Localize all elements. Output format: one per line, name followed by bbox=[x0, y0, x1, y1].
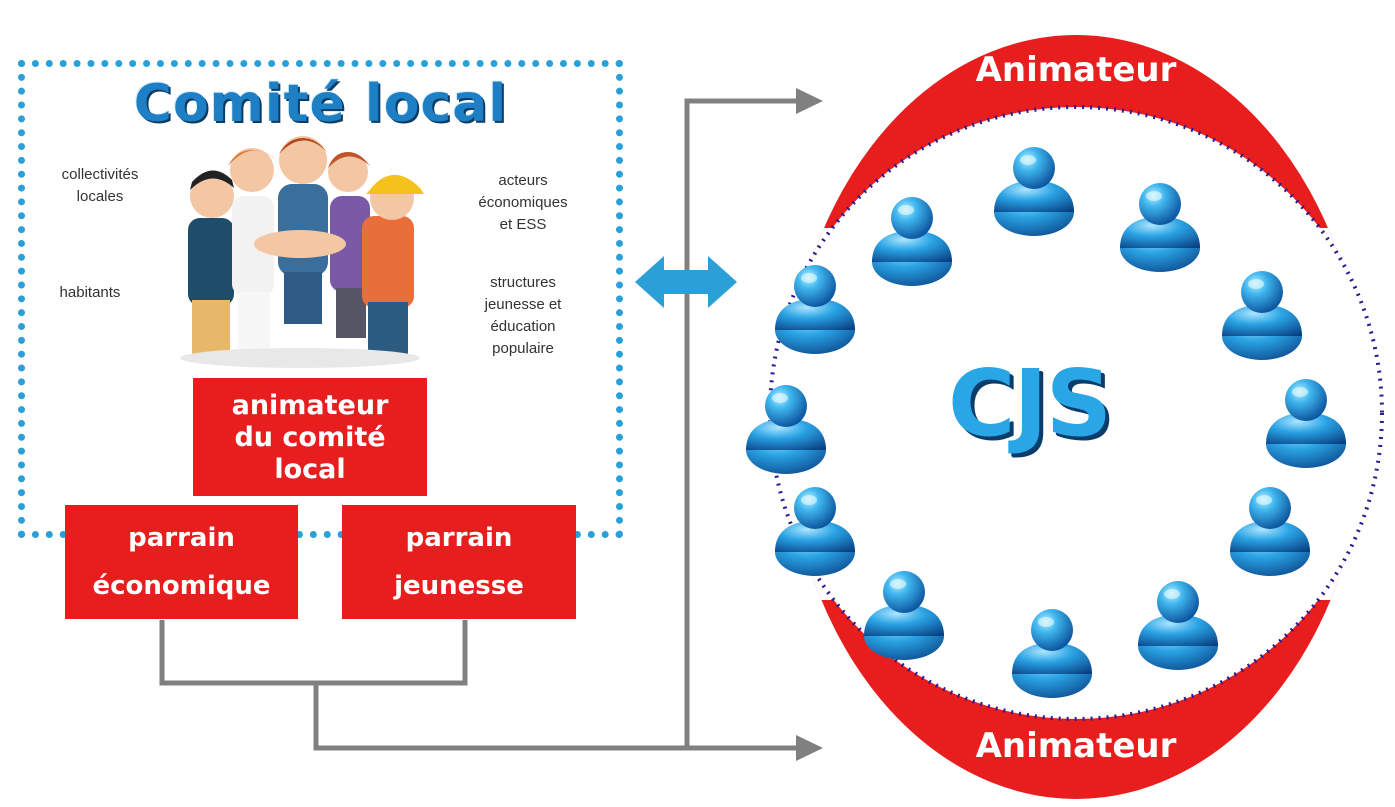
member-label-structures: structures jeunesse et éducation populai… bbox=[484, 274, 562, 357]
member-label-acteurs: acteurs économiques et ESS bbox=[478, 172, 568, 233]
arrow-right-icon bbox=[796, 735, 823, 761]
parrain-economique-box: parrain économique bbox=[65, 505, 298, 619]
animateur-comite-box: animateur du comité local bbox=[193, 378, 427, 496]
animateur-bottom-label: Animateur bbox=[975, 726, 1177, 766]
member-label-collectivites: collectivités locales bbox=[61, 166, 139, 205]
cjs-label: CJS bbox=[948, 350, 1112, 457]
committee-title: Comité local bbox=[133, 74, 508, 134]
arrow-right-icon bbox=[796, 88, 823, 114]
committee-frame bbox=[18, 60, 623, 538]
group-of-people-icon bbox=[180, 136, 424, 368]
parrain-jeunesse-box: parrain jeunesse bbox=[342, 505, 576, 619]
member-label-habitants: habitants bbox=[59, 284, 121, 301]
double-arrow-icon bbox=[635, 256, 737, 308]
animateur-top-label: Animateur bbox=[975, 50, 1177, 90]
connector-lines bbox=[159, 98, 800, 751]
